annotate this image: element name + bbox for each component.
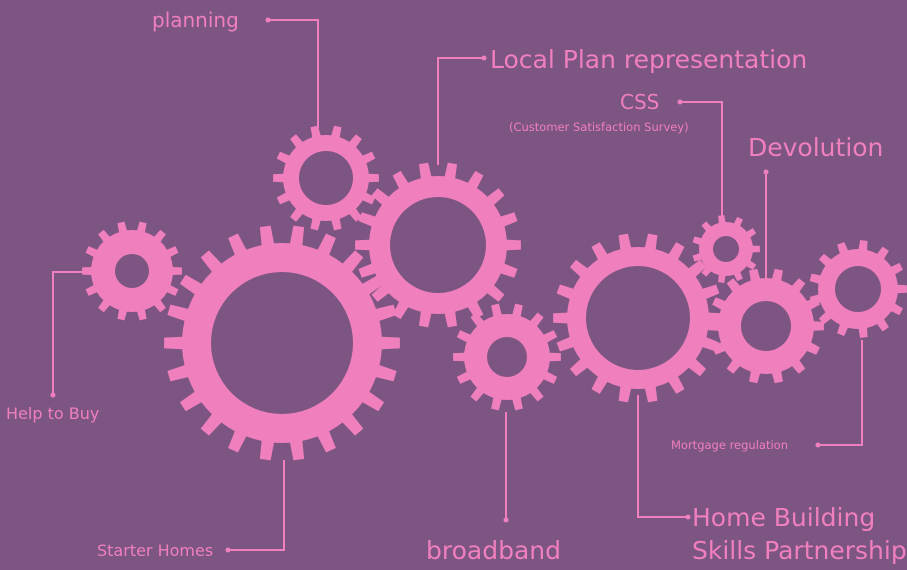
gear-devolution-icon xyxy=(708,268,824,384)
connector-dot-starter-homes xyxy=(225,547,231,553)
gear-broadband-icon xyxy=(453,303,561,411)
gear-local-plan-icon xyxy=(355,162,521,328)
label-devolution: Devolution xyxy=(748,133,884,162)
connector-dot-home-building xyxy=(685,514,691,520)
connector-planning xyxy=(268,19,319,128)
connector-local-plan xyxy=(437,57,484,165)
connector-dot-devolution xyxy=(763,169,769,175)
label-css: CSS xyxy=(620,90,660,114)
label-mortgage-regulation: Mortgage regulation xyxy=(671,438,788,452)
label-starter-homes: Starter Homes xyxy=(97,541,214,560)
label-skills-partnership: Skills Partnership xyxy=(692,536,907,565)
gear-help-to-buy-icon xyxy=(82,221,182,321)
connector-css xyxy=(680,101,723,220)
connector-dot-planning xyxy=(265,17,271,23)
gear-home-building-icon xyxy=(553,233,723,403)
label-home-building: Home Building xyxy=(692,503,876,532)
connector-dot-mortgage xyxy=(815,442,821,448)
gear-mortgage-icon xyxy=(809,240,907,338)
connector-dot-css xyxy=(677,99,683,105)
label-broadband: broadband xyxy=(426,536,561,565)
connector-help-to-buy xyxy=(52,271,85,395)
connector-mortgage xyxy=(818,340,863,446)
label-local-plan: Local Plan representation xyxy=(490,45,808,74)
label-css-sub: (Customer Satisfaction Survey) xyxy=(509,120,689,134)
connector-lines xyxy=(50,17,863,553)
gear-starter-homes-icon xyxy=(164,225,400,461)
connector-home-building xyxy=(637,395,688,518)
label-help-to-buy: Help to Buy xyxy=(6,404,100,423)
connector-dot-local-plan xyxy=(481,55,487,61)
connector-dot-broadband xyxy=(503,517,509,523)
gear-css-icon xyxy=(692,215,760,283)
connector-dot-help-to-buy xyxy=(50,392,56,398)
label-planning: planning xyxy=(152,8,239,32)
connector-starter-homes xyxy=(228,460,285,551)
gear-planning-icon xyxy=(273,125,379,231)
